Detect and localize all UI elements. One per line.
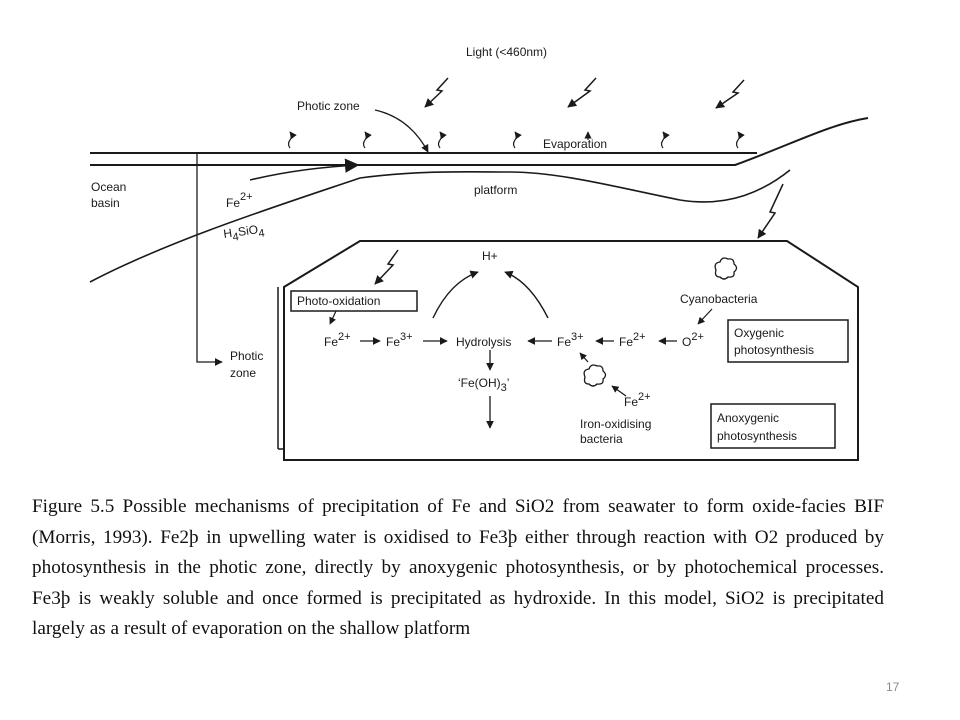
photic-zone-side-label: zone [230, 366, 256, 380]
anoxygenic-label: photosynthesis [717, 429, 797, 443]
chain-hydrolysis: Hydrolysis [456, 335, 511, 349]
chain-fe3-right: Fe3+ [557, 331, 584, 349]
platform-arrow [249, 158, 360, 181]
oxygenic-label: Oxygenic [734, 326, 784, 340]
iron-bacteria-icon [583, 364, 607, 387]
lightning-icon [757, 183, 784, 239]
fe2-inflow-label: Fe2+ [226, 191, 253, 210]
iron-bacteria-arrow [579, 352, 589, 363]
chain-fe2-left: Fe2+ [324, 331, 351, 349]
h-plus-left-arrow [432, 270, 479, 319]
lightning-icon [715, 79, 745, 109]
h4sio4-label: H4SiO4 [222, 221, 265, 245]
chain-fe3-left: Fe3+ [386, 331, 413, 349]
lightning-icon [374, 249, 399, 285]
h-plus-label: H+ [482, 249, 498, 263]
h-plus-right-arrow [504, 270, 549, 319]
photic-zone-top-label: Photic zone [297, 99, 360, 113]
figure-caption: Figure 5.5 Possible mechanisms of precip… [32, 496, 884, 639]
light-label: Light (<460nm) [466, 45, 547, 59]
evaporation-label: Evaporation [543, 137, 607, 151]
cyanobacteria-label: Cyanobacteria [680, 292, 758, 306]
upwelling-line [196, 153, 223, 366]
lightning-icon [424, 77, 449, 108]
oxygenic-box [727, 319, 849, 363]
chain-fe2-right: Fe2+ [619, 331, 646, 349]
ocean-basin-label: basin [91, 196, 120, 210]
chain-o2: O2+ [682, 331, 704, 349]
platform-surface-line [90, 117, 869, 166]
shelf-slope-line [89, 169, 791, 283]
iron-bacteria-label: Iron-oxidising [580, 417, 651, 431]
photo-oxidation-box [290, 290, 418, 312]
anoxygenic-label: Anoxygenic [717, 411, 779, 425]
photo-oxidation-arrow [329, 310, 337, 325]
cyanobacteria-icon [714, 257, 738, 280]
page-number: 17 [886, 680, 900, 694]
ocean-basin-label: Ocean [91, 180, 126, 194]
oxygenic-label: photosynthesis [734, 343, 814, 357]
cyanobacteria-arrow [697, 308, 713, 325]
photic-zone-pointer-arrow [374, 109, 429, 153]
evaporation-squiggles [287, 131, 745, 149]
lightning-icon [567, 77, 597, 108]
anoxygenic-box [710, 403, 836, 449]
platform-label: platform [474, 183, 517, 197]
fe-oh3-label: ‘Fe(OH)3’ [458, 376, 509, 394]
iron-bacteria-label: bacteria [580, 432, 623, 446]
photic-zone-side-label: Photic [230, 349, 263, 363]
fe2-lower-label: Fe2+ [624, 391, 651, 409]
photo-oxidation-label: Photo-oxidation [297, 294, 380, 308]
bif-precipitation-diagram: Light (<460nm) Photic zone Evaporation O… [89, 45, 869, 461]
fe2-lower-arrow [611, 385, 627, 397]
photic-zone-box [283, 240, 859, 461]
